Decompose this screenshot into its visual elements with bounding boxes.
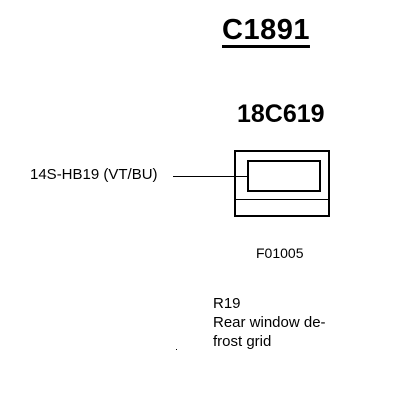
connector-lower-ledge [234,199,330,200]
component-ref: R19 [213,295,241,312]
part-number-label: 18C619 [237,100,325,128]
connector-id-heading: C1891 [222,14,310,46]
connector-terminal-cavity [247,160,321,192]
figure-code-label: F01005 [256,245,304,261]
scan-speck [176,349,177,350]
component-info: R19 Rear window de- frost grid [213,294,326,351]
wire-circuit-label: 14S-HB19 (VT/BU) [30,166,158,183]
component-description-line1: Rear window de- [213,314,326,331]
component-description-line2: frost grid [213,333,272,350]
wire-leader-line [173,176,248,177]
connector-body [234,150,330,217]
